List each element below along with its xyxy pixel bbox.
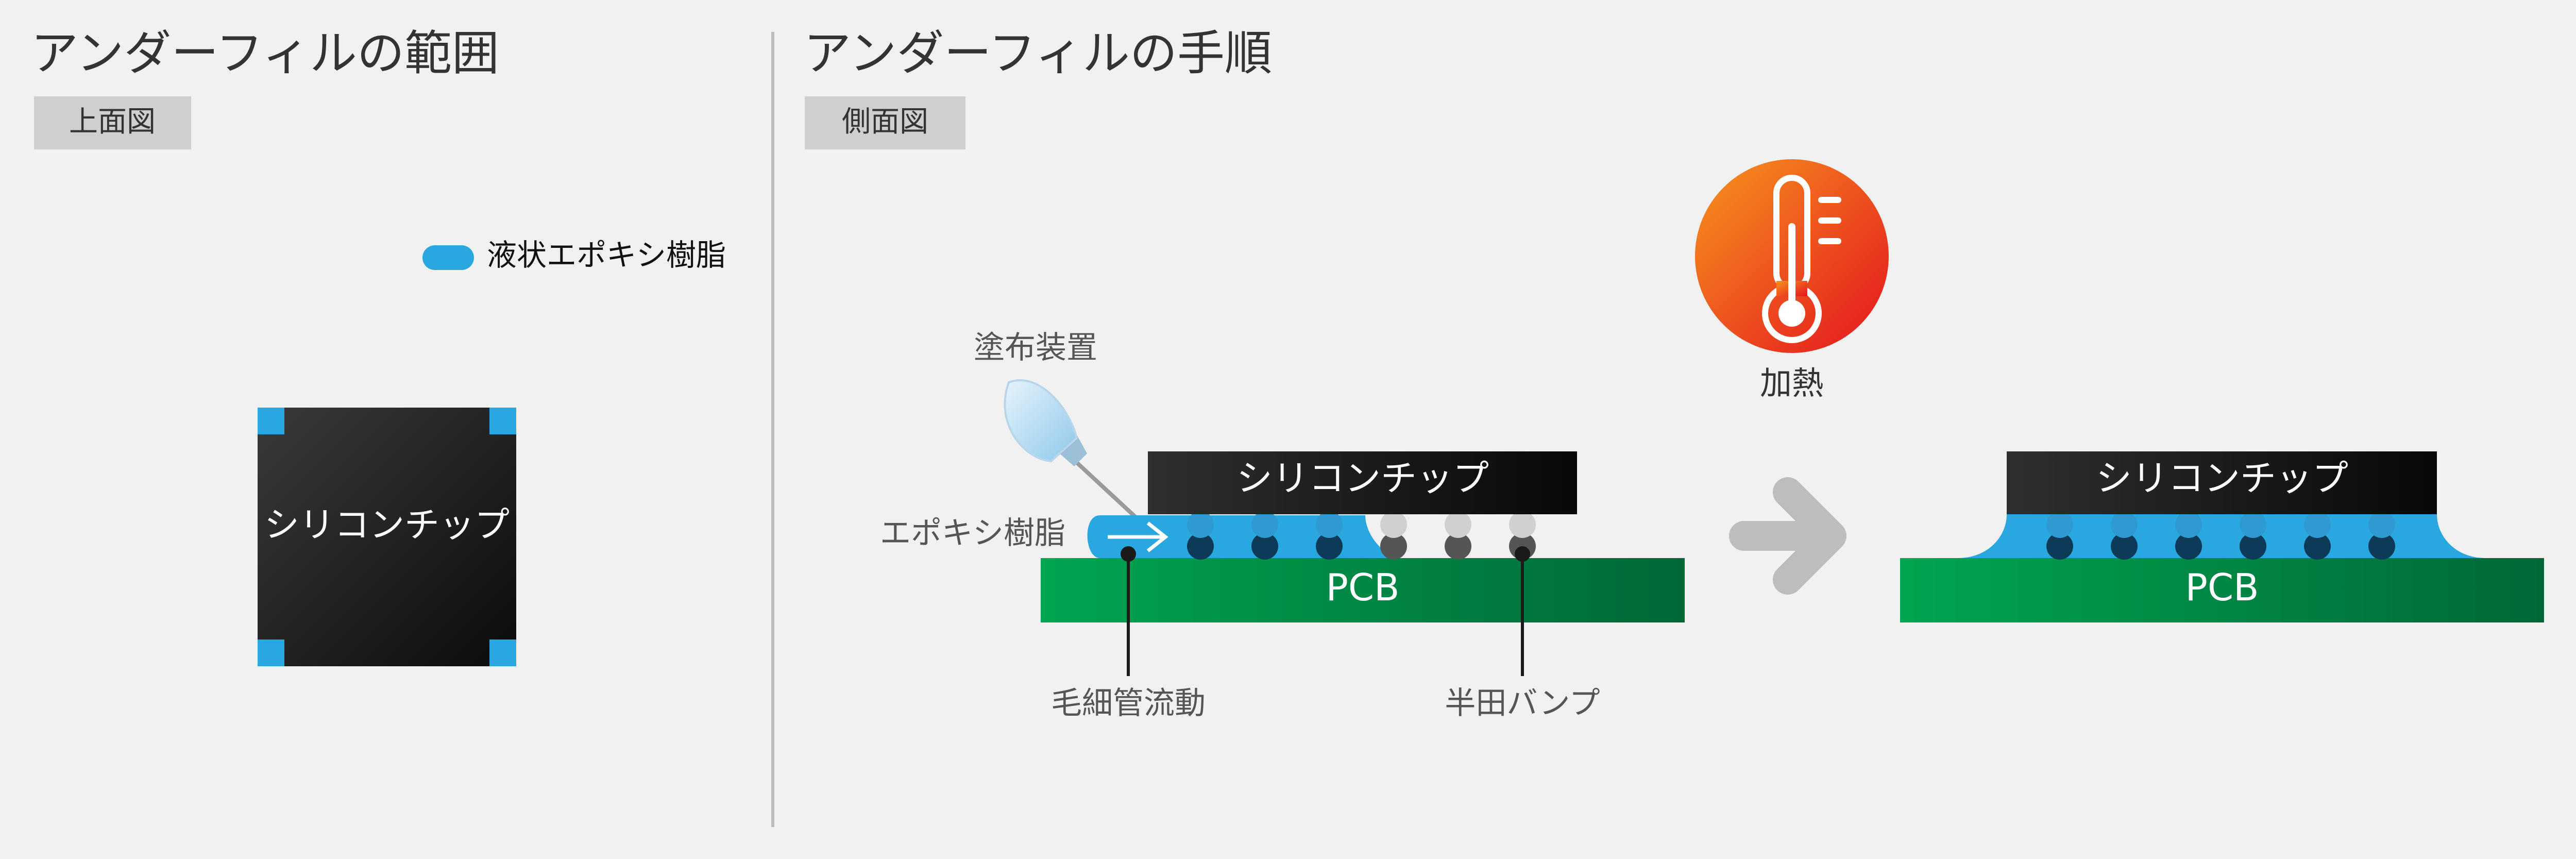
top-view-tag: 上面図 bbox=[69, 105, 156, 139]
left-title: アンダーフィルの範囲 bbox=[31, 26, 499, 81]
chip-top-view-label: シリコンチップ bbox=[264, 505, 510, 546]
legend-swatch bbox=[422, 245, 474, 270]
side-view-tag-bg bbox=[805, 96, 965, 149]
bump bbox=[2111, 511, 2138, 538]
bump bbox=[1445, 511, 1471, 538]
pcb-board bbox=[1041, 558, 1685, 622]
capillary-label: 毛細管流動 bbox=[1051, 685, 1206, 721]
bump bbox=[1316, 533, 1343, 560]
bump bbox=[1251, 511, 1278, 538]
bump bbox=[1509, 511, 1536, 538]
legend-label: 液状エポキシ樹脂 bbox=[487, 238, 726, 273]
bump bbox=[2175, 511, 2202, 538]
side-view-tag: 側面図 bbox=[842, 105, 928, 139]
epoxy-label: エポキシ樹脂 bbox=[880, 515, 1065, 551]
bump bbox=[2304, 533, 2331, 560]
top-view-tag-bg bbox=[34, 96, 191, 149]
chip-side-view-label: シリコンチップ bbox=[1236, 457, 1489, 499]
bump bbox=[2304, 511, 2331, 538]
solder-bumps-result bbox=[2046, 511, 2395, 560]
bump bbox=[1380, 511, 1407, 538]
result-epoxy-fill bbox=[1958, 514, 2486, 558]
left-panel: アンダーフィルの範囲 上面図 液状エポキシ樹脂 シリコンチップ bbox=[31, 26, 726, 666]
bump bbox=[1187, 533, 1214, 560]
bump bbox=[1380, 533, 1407, 560]
bump bbox=[2240, 533, 2266, 560]
chip-top-view bbox=[258, 408, 516, 666]
bump bbox=[2175, 533, 2202, 560]
bump bbox=[1187, 511, 1214, 538]
chip-side-view bbox=[1148, 451, 1577, 514]
bump bbox=[2240, 511, 2266, 538]
bump-leader bbox=[1515, 546, 1530, 676]
result-pcb-label: PCB bbox=[2185, 566, 2259, 609]
bump bbox=[2111, 533, 2138, 560]
right-title: アンダーフィルの手順 bbox=[804, 26, 1272, 81]
bump bbox=[2046, 511, 2073, 538]
capillary-leader bbox=[1121, 546, 1136, 676]
bump bbox=[2046, 533, 2073, 560]
flow-arrow-icon bbox=[1108, 521, 1168, 552]
bump-label: 半田バンプ bbox=[1445, 685, 1600, 721]
bump bbox=[1445, 533, 1471, 560]
result-chip bbox=[2007, 451, 2437, 514]
bump bbox=[2368, 533, 2395, 560]
result-chip-label: シリコンチップ bbox=[2096, 457, 2348, 499]
dispenser-nozzle-icon bbox=[1004, 379, 1146, 527]
pcb-label: PCB bbox=[1326, 566, 1399, 609]
thermometer-icon bbox=[1695, 159, 1889, 353]
result-pcb-board bbox=[1900, 558, 2544, 622]
bump bbox=[1316, 511, 1343, 538]
bump bbox=[2368, 511, 2395, 538]
dispenser-label: 塗布装置 bbox=[974, 330, 1097, 366]
right-arrow-icon bbox=[1729, 477, 1846, 595]
right-panel: アンダーフィルの手順 側面図 塗布装置 エポキシ樹脂 PCB bbox=[804, 26, 2544, 721]
heat-label: 加熱 bbox=[1760, 364, 1824, 402]
bump bbox=[1251, 533, 1278, 560]
